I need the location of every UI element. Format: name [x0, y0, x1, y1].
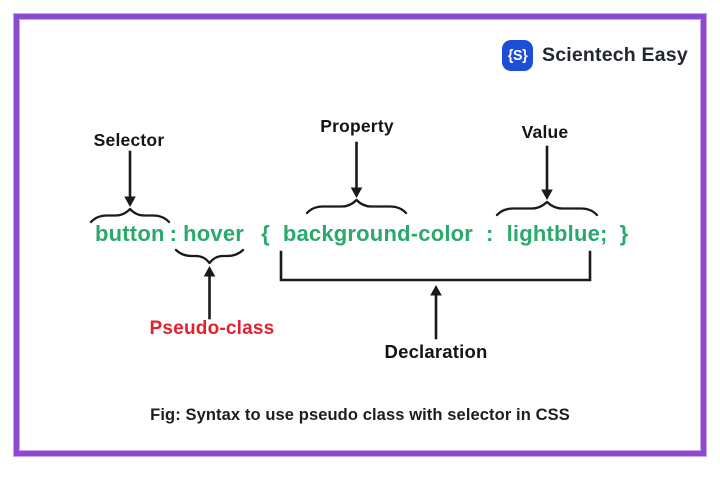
code-token-property: background-color — [282, 221, 474, 246]
pseudo-class-label: Pseudo-class — [149, 318, 275, 339]
logo-glyph: {S} — [507, 47, 528, 64]
brace-over-property — [305, 198, 408, 215]
code-token-close-brace: } — [619, 221, 629, 246]
code-token-colon: : — [169, 221, 178, 246]
declaration-label: Declaration — [384, 341, 488, 362]
selector-arrow — [124, 150, 136, 207]
pseudo-class-arrow — [203, 266, 216, 320]
declaration-bracket — [279, 250, 592, 282]
brace-under-pseudo-class — [174, 248, 245, 265]
declaration-arrow — [430, 285, 442, 340]
brand-name: Scientech Easy — [542, 44, 688, 66]
scientech-logo-icon: {S} — [502, 40, 533, 71]
brace-over-selector — [89, 207, 171, 224]
css-code-line: button : hover { background-color : ligh… — [95, 221, 628, 247]
code-token-colon: : — [486, 221, 494, 246]
code-token-pseudo-class: hover — [183, 221, 245, 246]
value-arrow — [541, 145, 553, 200]
selector-label: Selector — [93, 130, 165, 150]
property-label: Property — [320, 116, 394, 136]
brace-over-value — [495, 200, 599, 217]
code-token-value: lightblue; — [506, 221, 608, 246]
value-label: Value — [521, 122, 569, 142]
code-token-open-brace: { — [261, 221, 270, 246]
brand-logo: {S} Scientech Easy — [502, 40, 688, 71]
figure-caption: Fig: Syntax to use pseudo class with sel… — [150, 406, 570, 424]
purple-border-frame — [14, 14, 706, 456]
code-token-selector: button — [95, 221, 165, 246]
property-arrow — [350, 141, 363, 198]
